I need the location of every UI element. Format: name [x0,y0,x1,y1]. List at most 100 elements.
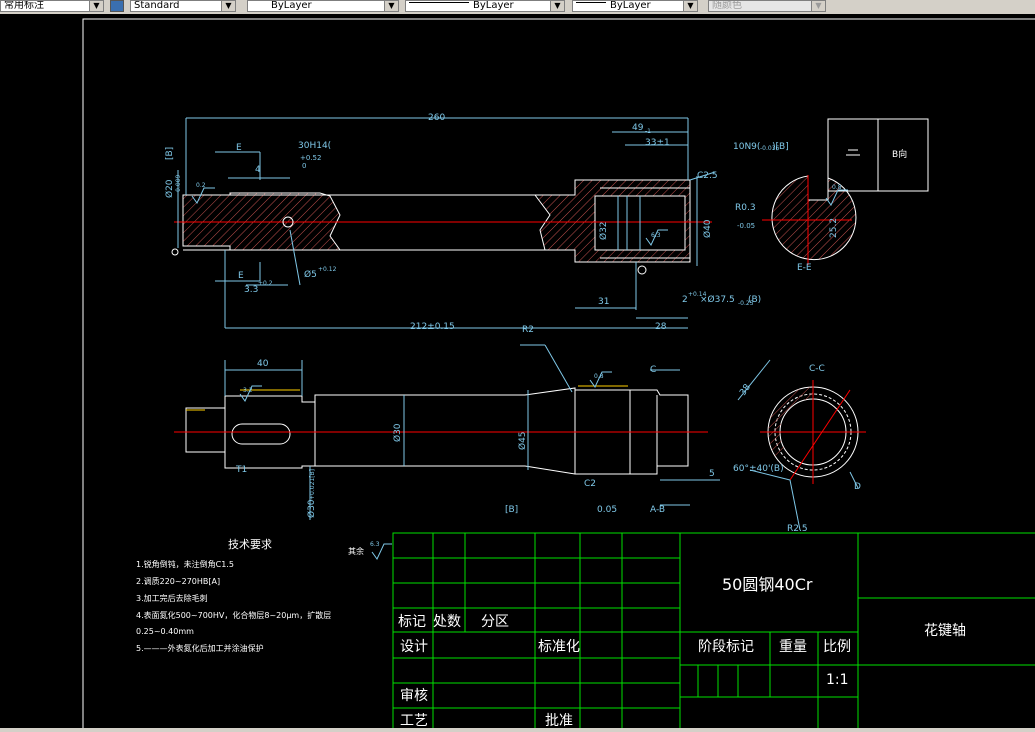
dim-r2: R2 [522,325,534,335]
dim-37-5-b: (B) [748,295,761,305]
chevron-down-icon[interactable]: ▼ [221,1,235,11]
dim-r2-5: R2.5 [787,524,808,534]
color-value: 随颜色 [712,0,742,11]
chevron-down-icon: ▼ [811,1,825,11]
label-e-bottom: E [238,271,244,281]
roughness-values: 0.2 6.3 0.8 3.2 0.8 6.3 [196,182,842,548]
part-name-label: 花键轴 [924,623,966,639]
dim-2-tol: +0.14 [688,291,707,298]
dim-40b: 40 [257,359,269,369]
cross-hole [282,216,294,228]
tb-scale-label: 比例 [823,639,851,655]
main-dimension-text: 260 49 -1 33±1 30H14( +0.52 0 E E 4 3.3 … [164,113,761,332]
rough-e: 0.8 [832,184,842,191]
note-5: 0.25~0.40mm [136,627,194,636]
dim-37-5: ×Ø37.5 [700,294,735,305]
note-2: 2.调质220~270HB[A] [136,576,220,586]
label-e-top: E [236,143,242,153]
dim-33: 33±1 [645,138,670,148]
dim-r0-3-tol: -0.05 [737,222,755,230]
rough-other-value: 6.3 [370,541,380,548]
note-1: 1.锐角倒钝，未注倒角C1.5 [136,559,234,569]
detail-box-label: B向 [892,148,907,160]
dim-49-tol: -1 [645,128,651,135]
section-c-c [760,380,866,484]
main-dimension-lines [177,117,716,329]
shaft-outline [185,387,689,475]
drawing-frame [82,18,1035,732]
tb-design: 设计 [400,639,428,655]
rough-other-label: 其余 [348,546,364,556]
lower-outside-view [174,385,708,475]
dim-d20: Ø20 [164,179,175,198]
text-style-combo[interactable]: Standard ▼ [130,0,236,12]
section-e-e: B向 [762,118,929,265]
dim-212: 212±0.15 [410,322,455,332]
dim-0-05: 0.05 [597,505,617,515]
dim-3-3: 3.3 [244,285,258,295]
section-e-e-text: 10N9( -0.036 )[B] R0.3 -0.05 25.2 E-E [733,142,839,273]
rough-b: 6.3 [651,232,661,239]
dim-d30-2-tol: +0.021[B] [309,469,316,500]
dim-30h14-lower: 0 [302,162,306,170]
tb-stage-mark: 阶段标记 [698,639,754,655]
keyway [231,423,291,445]
tb-scale: 1:1 [826,672,849,688]
technical-notes: 技术要求 1.锐角倒钝，未注倒角C1.5 2.调质220~270HB[A] 3.… [136,538,331,653]
dim-style-value: 常用标注 [4,0,44,11]
dim-d20-tol: -0.009 [175,174,182,194]
chevron-down-icon[interactable]: ▼ [550,1,564,11]
note-6: 5.———外表氮化后加工并涂油保护 [136,643,264,653]
tb-review: 审核 [400,688,428,704]
dim-5b: 5 [709,469,715,479]
linetype-preview [409,1,469,3]
chevron-down-icon[interactable]: ▼ [89,1,103,11]
label-d: D [854,482,861,492]
label-b-left: [B] [165,147,175,160]
chevron-down-icon[interactable]: ▼ [683,1,697,11]
dim-angle: 60°±40'(B) [733,464,784,474]
note-3: 3.加工完后去除毛刺 [136,593,208,603]
dim-2: 2 [682,295,688,305]
linetype-combo[interactable]: ByLayer ▼ [405,0,565,12]
rough-c: 0.8 [594,373,604,380]
drawing-canvas[interactable]: 260 49 -1 33±1 30H14( +0.52 0 E E 4 3.3 … [0,14,1035,732]
dim-d32: Ø32 [598,221,609,240]
dim-r0-3: R0.3 [735,203,756,213]
material-label: 50圆钢40Cr [722,575,813,594]
lower-dimension-text: 40 R2 Ø30 Ø45 C 5 [B] 0.05 A-B C2 T1 Ø30… [235,325,715,518]
tb-weight: 重量 [779,639,807,655]
label-b-bottom: [B] [505,505,518,515]
datum-marker [171,248,179,256]
dim-style-combo[interactable]: 常用标注 ▼ [0,0,104,12]
drawing-svg[interactable]: 260 49 -1 33±1 30H14( +0.52 0 E E 4 3.3 … [0,14,1035,732]
properties-toolbar: 常用标注 ▼ Standard ▼ ByLayer ▼ ByLayer ▼ By… [0,0,1035,15]
roughness-symbols [191,187,848,560]
dim-49: 49 [632,123,644,133]
dim-10n9: 10N9( [733,142,760,152]
label-a-b: A-B [650,505,665,515]
tb-process: 工艺 [400,713,428,728]
title-block-grid [392,532,1035,732]
text-style-icon[interactable] [110,0,124,12]
dim-3-3-tol: +0.2 [258,280,273,287]
dim-5-tol: +0.12 [318,266,337,273]
dim-4: 4 [255,165,261,175]
lineweight-combo[interactable]: ByLayer ▼ [572,0,698,12]
label-c: C [650,365,656,375]
dim-30h14: 30H14( [298,141,331,151]
main-section-view [171,179,712,275]
lower-dimension-lines [224,344,720,520]
tb-mark: 标记 [398,614,426,630]
tb-approve: 批准 [545,713,573,728]
dim-d45: Ø45 [517,431,528,450]
dim-10n9-b: )[B] [772,142,789,152]
note-4: 4.表面氮化500~700HV，化合物层8~20μm，扩散层 [136,610,331,620]
dim-d40: Ø40 [702,219,713,238]
dim-25: 25.2 [829,218,839,238]
text-style-value: Standard [134,0,180,11]
layer-combo[interactable]: ByLayer ▼ [247,0,399,12]
datum-marker-2 [637,265,647,275]
linetype-value: ByLayer [473,0,514,11]
chevron-down-icon[interactable]: ▼ [384,1,398,11]
